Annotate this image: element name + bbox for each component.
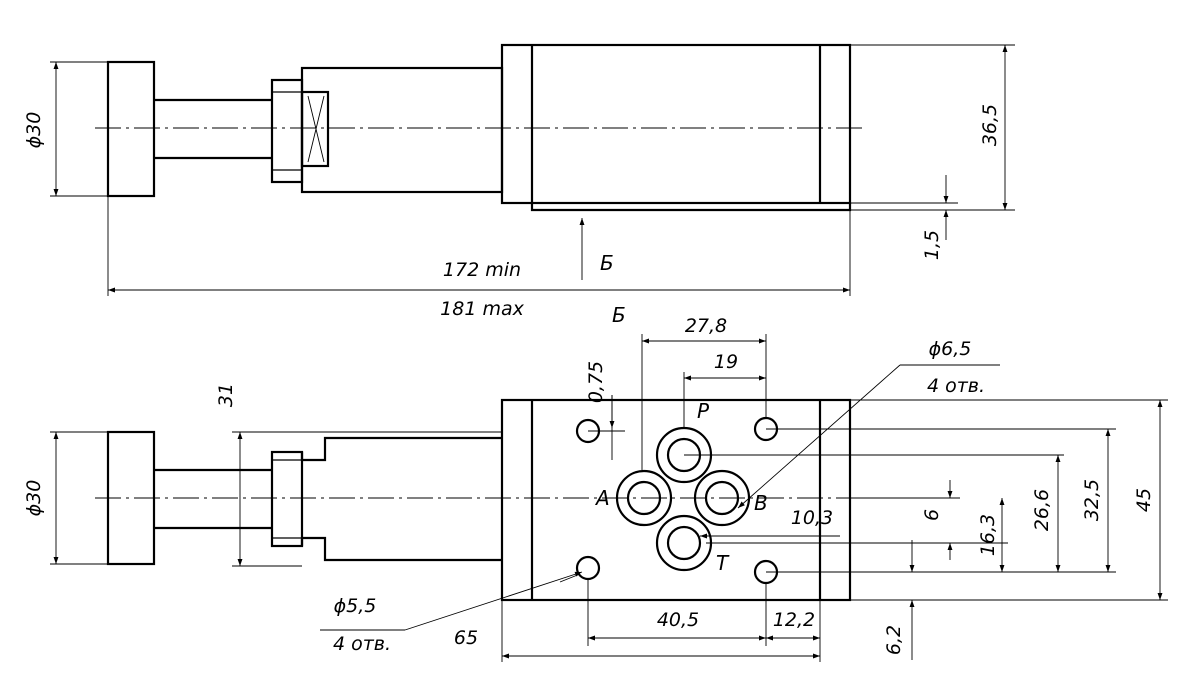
top-knob: [106, 60, 156, 198]
top-knob-diameter: ϕ30: [23, 112, 45, 149]
dim-0-75: 0,75: [585, 361, 607, 403]
top-body: [500, 43, 852, 205]
port-a-label: A: [594, 486, 610, 510]
dim-40-5: 40,5: [657, 609, 699, 631]
top-sleeve: [300, 66, 504, 194]
top-hex: [300, 90, 330, 168]
dim-6-2: 6,2: [883, 625, 905, 655]
bottom-nut: [270, 450, 304, 548]
bottom-knob-diameter: ϕ30: [23, 480, 45, 517]
bottom-body-height: 31: [215, 383, 237, 407]
bottom-view: Б: [23, 303, 1168, 662]
mount-hole-bl: [575, 555, 601, 581]
hole-small-diameter: ϕ5,5: [334, 595, 377, 617]
dim-16-3: 16,3: [977, 514, 999, 556]
top-view: ϕ30 36,5 1,5 Б 172 min 181 max: [23, 43, 1015, 320]
port-p-label: P: [697, 399, 710, 423]
dim-10-3: 10,3: [791, 507, 833, 529]
bottom-sleeve: [300, 436, 502, 562]
port-a: [615, 469, 673, 527]
dim-65: 65: [454, 627, 478, 649]
hole-big-diameter: ϕ6,5: [929, 338, 972, 360]
dim-6: 6: [921, 509, 943, 521]
top-shaft: [154, 98, 272, 160]
port-b-label: B: [754, 491, 768, 515]
dim-32-5: 32,5: [1081, 479, 1103, 521]
dim-19: 19: [714, 351, 738, 373]
top-height-label: 36,5: [979, 104, 1001, 146]
port-t: [655, 514, 713, 572]
bottom-section-mark: Б: [612, 303, 626, 327]
top-offset-label: 1,5: [921, 230, 943, 260]
bottom-body: [500, 398, 852, 602]
port-t-label: T: [716, 551, 730, 575]
hole-big-count: 4 отв.: [927, 375, 985, 397]
dim-45: 45: [1133, 488, 1155, 512]
top-length-max: 181 max: [440, 298, 524, 320]
top-length-min: 172 min: [443, 259, 521, 281]
dim-26-6: 26,6: [1031, 489, 1053, 531]
dim-12-2: 12,2: [773, 609, 815, 631]
top-section-mark: Б: [600, 251, 614, 275]
hole-small-count: 4 отв.: [333, 633, 391, 655]
top-nut: [270, 78, 304, 184]
dim-27-8: 27,8: [685, 315, 727, 337]
